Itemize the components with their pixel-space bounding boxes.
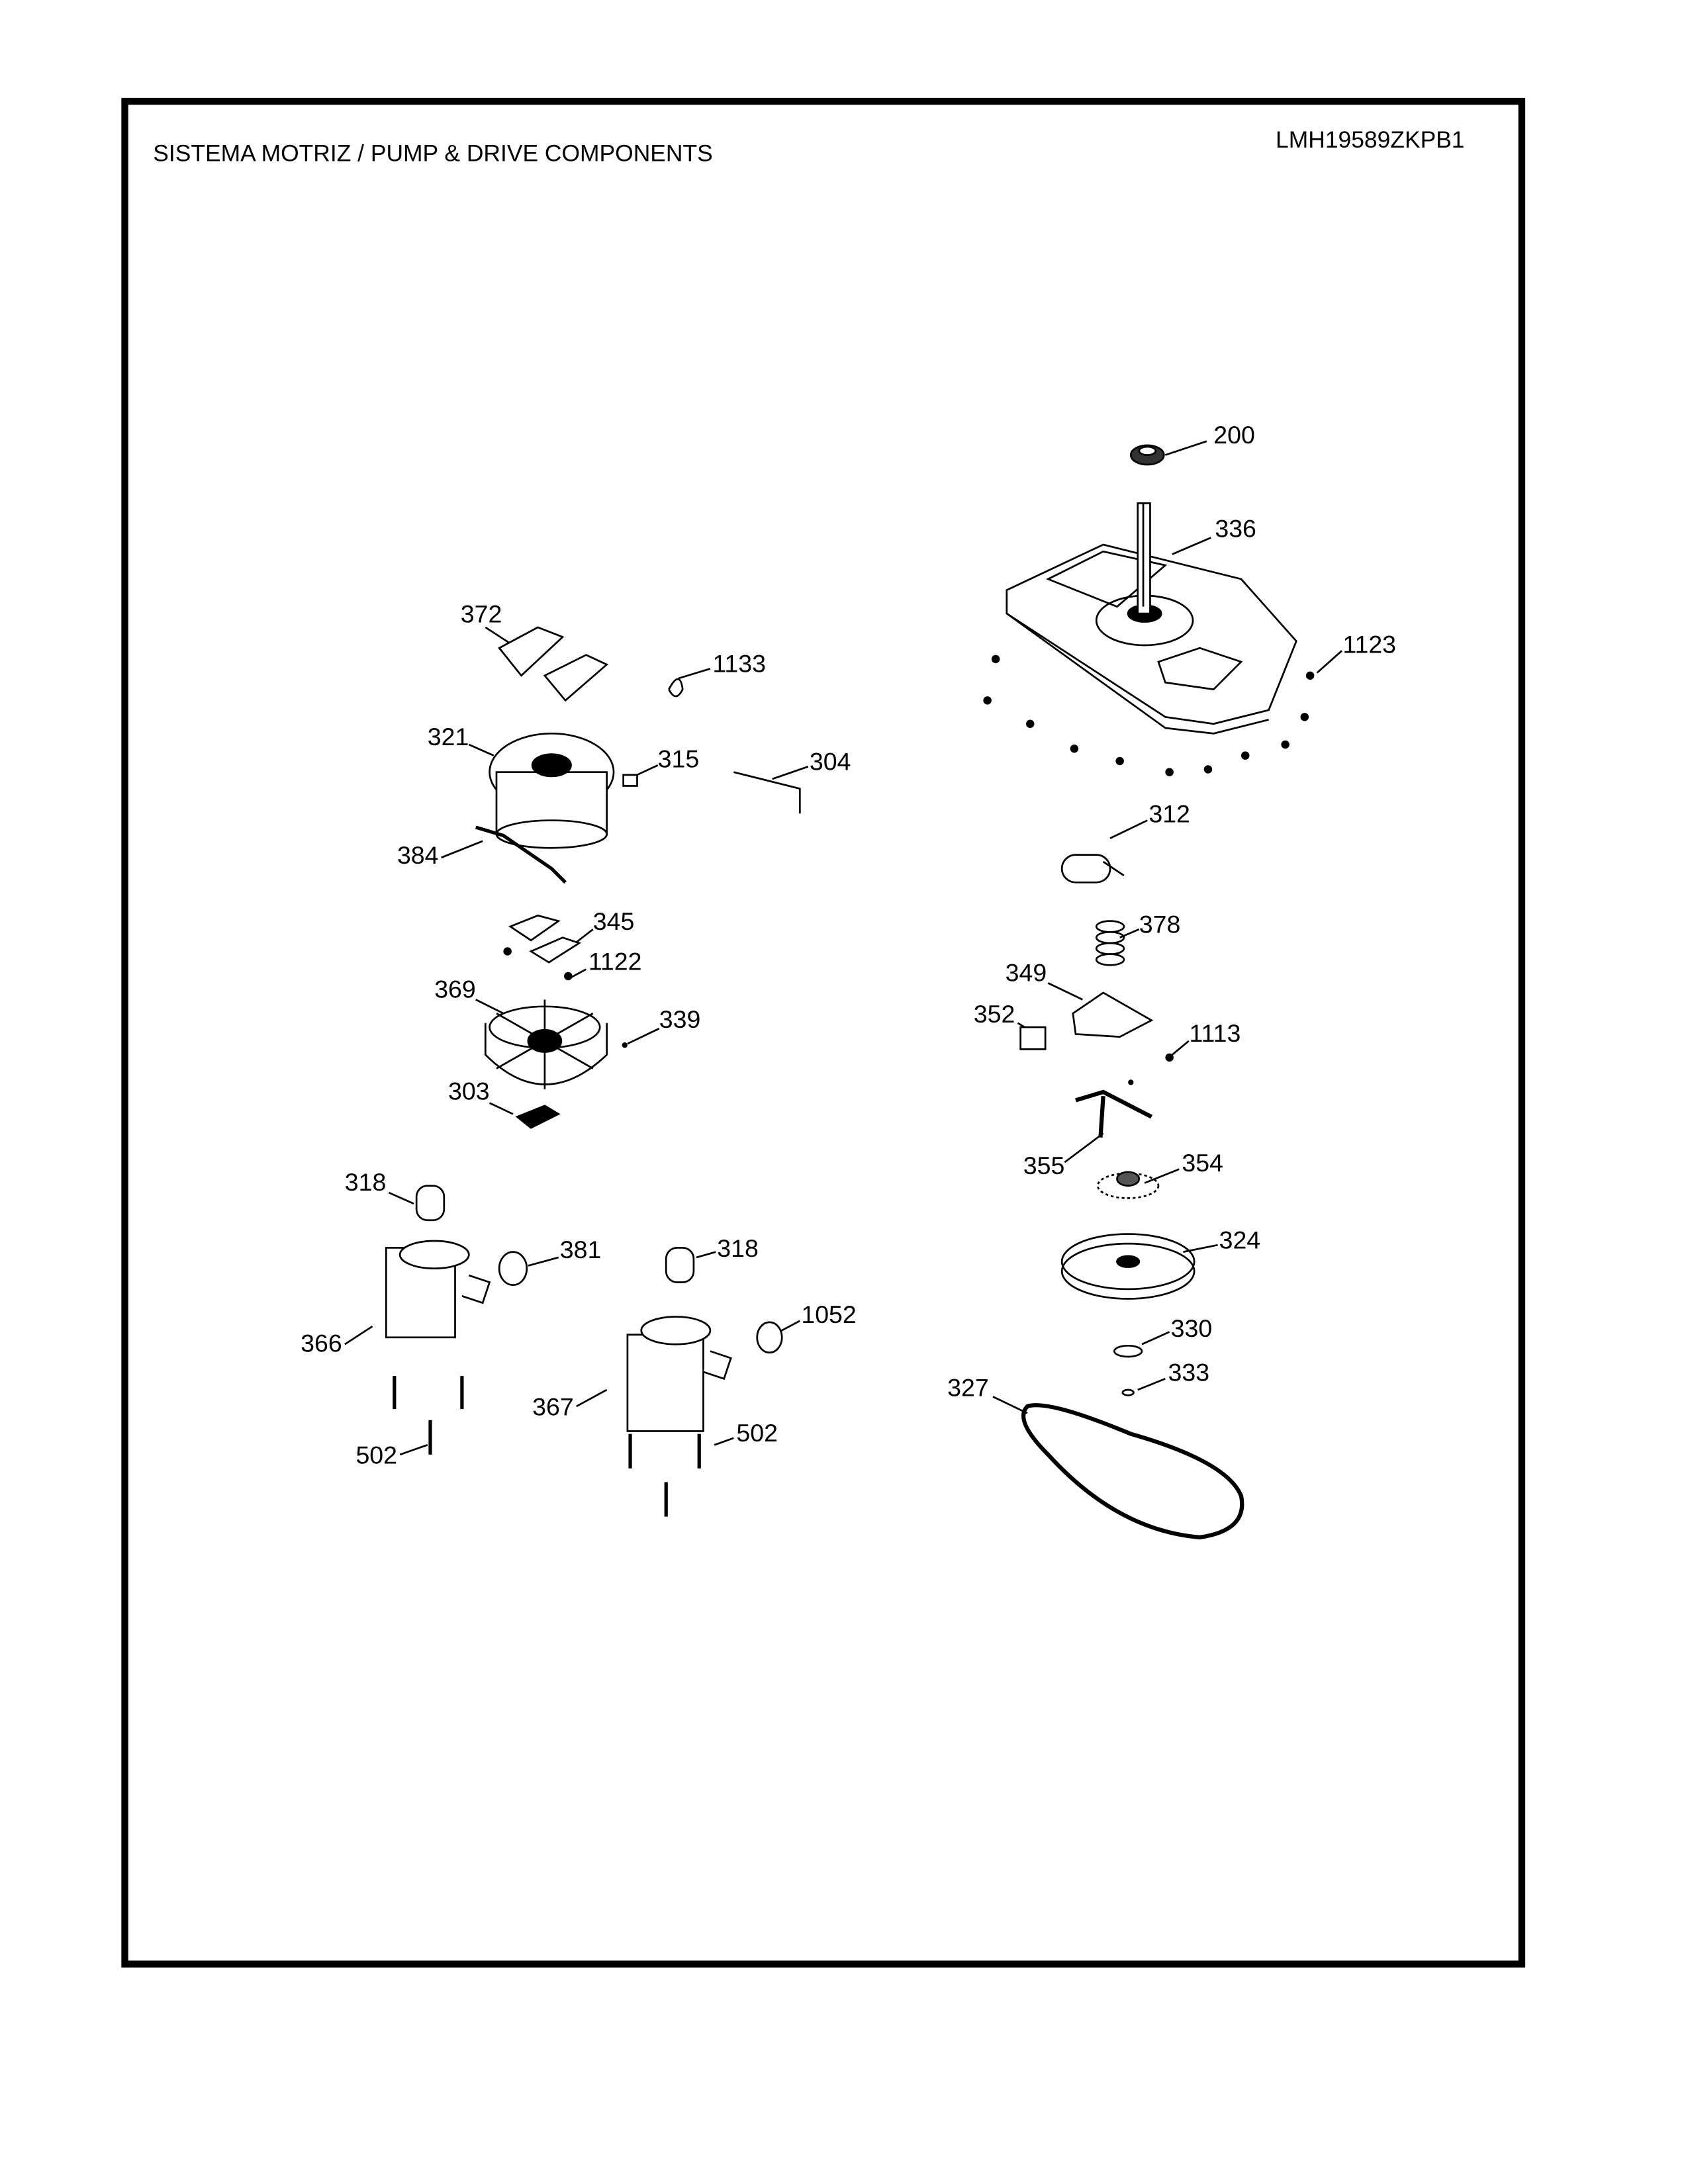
part-label-1052: 1052 (801, 1300, 857, 1329)
fan-part (484, 999, 608, 1089)
actuator-motor-part (1019, 1026, 1047, 1050)
motor-pad-part (508, 914, 561, 942)
washer-part (1113, 1344, 1143, 1358)
part-label-502: 502 (736, 1419, 778, 1447)
part-label-336: 336 (1215, 515, 1256, 543)
spring-part (1095, 920, 1125, 966)
drain-pump-part (626, 1247, 783, 1432)
part-label-1122: 1122 (588, 948, 642, 976)
drive-belt-part (1021, 1403, 1244, 1540)
part-label-200: 200 (1213, 421, 1255, 449)
part-label-369: 369 (434, 975, 476, 1003)
part-label-318: 318 (717, 1234, 759, 1263)
part-label-324: 324 (1219, 1226, 1261, 1254)
capacitor-part (1060, 854, 1125, 884)
part-label-366: 366 (301, 1330, 342, 1358)
part-label-304: 304 (809, 748, 851, 776)
gear-part (1096, 1171, 1160, 1199)
bearing-part (1129, 444, 1165, 466)
part-label-502: 502 (355, 1441, 398, 1469)
diagram-title: SISTEMA MOTRIZ / PUMP & DRIVE COMPONENTS (153, 140, 713, 167)
part-label-345: 345 (592, 907, 635, 936)
part-label-372: 372 (460, 600, 502, 628)
part-label-1133: 1133 (712, 650, 766, 678)
part-label-318: 318 (344, 1168, 387, 1197)
part-label-367: 367 (532, 1393, 574, 1421)
shift-fork-part (1075, 1089, 1152, 1138)
part-label-1113: 1113 (1189, 1019, 1241, 1048)
motor-bracket-part (498, 626, 609, 702)
clip-part (668, 678, 684, 698)
part-label-349: 349 (1005, 958, 1047, 987)
part-label-312: 312 (1149, 800, 1190, 829)
motor-pad-part (529, 936, 582, 964)
motor-part (489, 732, 615, 849)
shift-actuator-part (1072, 991, 1154, 1038)
base-plate-part (1006, 502, 1297, 735)
ring-part (1121, 1388, 1135, 1396)
part-label-1123: 1123 (1342, 631, 1397, 659)
part-label-330: 330 (1170, 1314, 1213, 1343)
diagram-frame (121, 97, 1526, 1968)
part-label-384: 384 (397, 841, 439, 870)
part-label-352: 352 (973, 1000, 1015, 1028)
switch-part (515, 1105, 561, 1129)
part-label-303: 303 (448, 1077, 490, 1105)
part-label-354: 354 (1182, 1149, 1223, 1177)
part-label-355: 355 (1023, 1152, 1065, 1180)
drain-pump-part (385, 1185, 528, 1339)
part-label-339: 339 (659, 1005, 701, 1034)
screw-parts (503, 655, 1315, 1085)
model-number: LMH19589ZKPB1 (1276, 126, 1465, 154)
part-label-327: 327 (947, 1374, 989, 1402)
wire-tie-part (733, 771, 801, 814)
part-label-321: 321 (427, 723, 469, 751)
pump-screw-parts (393, 1376, 701, 1517)
pulley-part (1060, 1233, 1196, 1300)
wire-harness-part (475, 825, 567, 884)
connector-part (622, 774, 638, 787)
part-label-333: 333 (1168, 1359, 1210, 1387)
part-label-378: 378 (1139, 911, 1181, 938)
part-label-315: 315 (657, 745, 700, 773)
part-label-381: 381 (559, 1236, 602, 1264)
